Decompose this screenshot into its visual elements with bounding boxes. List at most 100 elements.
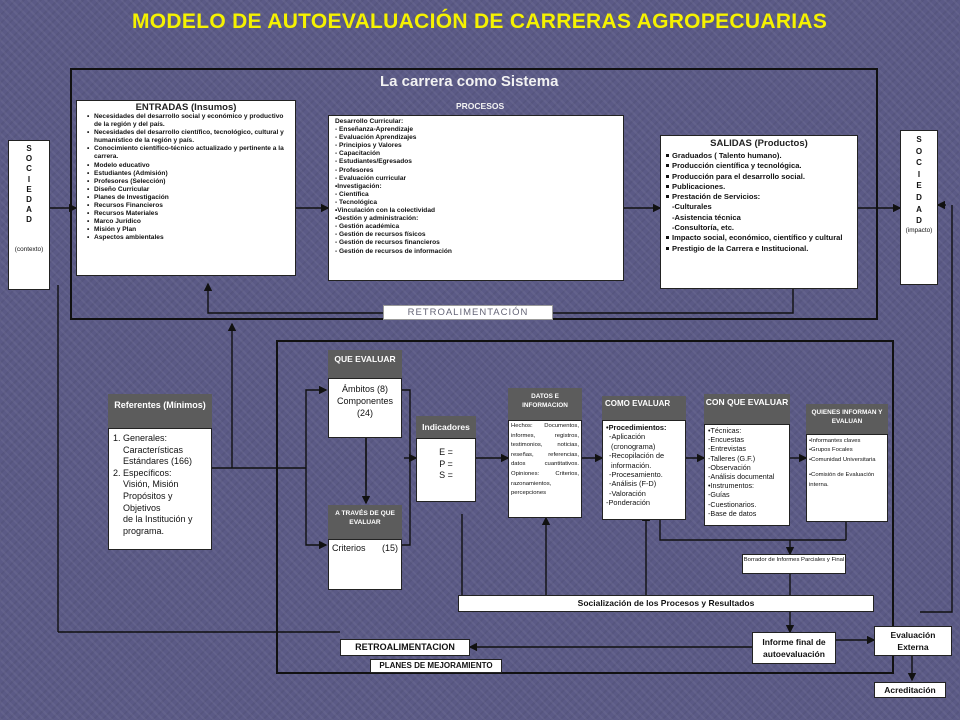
list-item: •Investigación: bbox=[335, 182, 382, 190]
list-item: -Base de datos bbox=[708, 508, 757, 518]
list-item: -Ponderación bbox=[606, 498, 650, 508]
list-item: 2. Específicos: bbox=[113, 467, 172, 478]
salidas-list-2: Impacto social, económico, científico y … bbox=[666, 233, 852, 254]
list-item: Aspectos ambientales bbox=[87, 234, 291, 242]
list-item: - Tecnológica bbox=[335, 198, 378, 206]
entradas-list: Necesidades del desarrollo social y econ… bbox=[81, 113, 291, 243]
list-item: S = bbox=[439, 470, 453, 480]
page-title: MODELO DE AUTOEVALUACIÓN DE CARRERAS AGR… bbox=[132, 10, 828, 33]
list-item: Publicaciones. bbox=[666, 182, 852, 192]
procesos-title: PROCESOS bbox=[456, 101, 505, 111]
con-que-body: •Técnicas: -Encuestas -Entrevistas -Tall… bbox=[704, 424, 790, 526]
list-item: -Cuestionarios. bbox=[708, 499, 757, 509]
quienes-title: QUIENES INFORMAN Y EVALUAN bbox=[806, 404, 888, 434]
list-item: - Evaluación Aprendizajes bbox=[335, 134, 417, 142]
socializacion-box: Socialización de los Procesos y Resultad… bbox=[458, 595, 874, 612]
list-item: Desarrollo Curricular: bbox=[335, 118, 404, 125]
list-item: - Gestión de recursos de información bbox=[335, 247, 452, 255]
list-item: •Instrumentos: bbox=[708, 481, 755, 491]
referentes-box: Referentes (Mínimos) 1. Generales: Carac… bbox=[108, 394, 212, 550]
como-evaluar-title: COMO EVALUAR bbox=[602, 396, 686, 420]
procesos-list: Desarrollo Curricular: - Enseñanza-Apren… bbox=[335, 118, 617, 256]
list-item: Modelo educativo bbox=[87, 162, 291, 170]
list-item: Planes de Investigación bbox=[87, 194, 291, 202]
list-item: Impacto social, económico, científico y … bbox=[666, 233, 852, 243]
retroalimentacion-top: RETROALIMENTACIÓN bbox=[383, 305, 553, 320]
a-traves-body: Criterios (15) bbox=[328, 539, 402, 590]
list-item: -Encuestas bbox=[708, 435, 744, 445]
con-que-title: CON QUE EVALUAR bbox=[704, 394, 790, 424]
list-item: •Gestión y administración: bbox=[335, 215, 419, 223]
list-item: Profesores (Selección) bbox=[87, 178, 291, 186]
acreditacion-box: Acreditación bbox=[874, 682, 946, 698]
list-item: programa. bbox=[123, 525, 165, 536]
list-item: Componentes bbox=[336, 396, 394, 406]
sociedad-left-note: (contexto) bbox=[14, 245, 44, 253]
list-item: - Gestión académica bbox=[335, 223, 400, 231]
entradas-box: ENTRADAS (Insumos) Necesidades del desar… bbox=[76, 100, 296, 276]
list-item: información. bbox=[611, 460, 652, 470]
criterios-value: (15) bbox=[381, 543, 398, 553]
list-item: Características bbox=[123, 444, 184, 455]
list-item: -Recopilación de bbox=[609, 451, 665, 461]
planes-mejoramiento: PLANES DE MEJORAMIENTO bbox=[370, 659, 502, 673]
list-item: (24) bbox=[356, 408, 373, 418]
list-item: Prestación de Servicios: bbox=[666, 192, 852, 202]
list-item: -Análisis documental bbox=[708, 472, 775, 482]
list-item: -Talleres (G.F.) bbox=[708, 453, 756, 463]
list-item: Estándares (166) bbox=[123, 456, 193, 467]
list-item: -Guías bbox=[708, 490, 730, 500]
como-evaluar-body: •Procedimientos: -Aplicación (cronograma… bbox=[602, 420, 686, 520]
list-item: de la Institución y bbox=[123, 514, 193, 525]
list-item: - Profesores bbox=[335, 166, 374, 174]
list-item: - Científica bbox=[335, 190, 369, 198]
list-item: - Enseñanza-Aprendizaje bbox=[335, 126, 414, 134]
indicadores-box: Indicadores E = P = S = bbox=[416, 416, 476, 502]
quienes-body: •Informantes claves •Grupos Focales •Com… bbox=[806, 434, 888, 522]
list-item: -Procesamiento. bbox=[609, 470, 663, 480]
list-item: •Comunidad Universitaria bbox=[809, 456, 876, 463]
evaluacion-externa-box: Evaluación Externa bbox=[874, 626, 952, 656]
list-item: •Grupos Focales bbox=[809, 447, 853, 454]
list-item: Producción científica y tecnológica. bbox=[666, 161, 852, 171]
list-item: Ámbitos (8) bbox=[341, 384, 388, 394]
a-traves-box: A TRAVÉS DE QUE EVALUAR Criterios (15) bbox=[328, 505, 402, 590]
list-item: -Observación bbox=[708, 462, 751, 472]
como-evaluar-box: COMO EVALUAR •Procedimientos: -Aplicació… bbox=[602, 396, 686, 520]
quienes-box: QUIENES INFORMAN Y EVALUAN •Informantes … bbox=[806, 404, 888, 522]
list-item: Necesidades del desarrollo científico, t… bbox=[87, 129, 291, 145]
list-item: •Procedimientos: bbox=[606, 423, 667, 432]
list-item: E = bbox=[439, 447, 453, 457]
list-item: Misión y Plan bbox=[87, 226, 291, 234]
sociedad-right-note: (impacto) bbox=[905, 226, 933, 234]
list-item: Visión, Misión bbox=[123, 479, 179, 490]
salidas-box: SALIDAS (Productos) Graduados ( Talento … bbox=[660, 135, 858, 289]
que-evaluar-body: Ámbitos (8) Componentes (24) bbox=[328, 378, 402, 438]
list-item: Graduados ( Talento humano). bbox=[666, 151, 852, 161]
list-item: -Consultoría, etc. bbox=[672, 223, 735, 233]
datos-title: DATOS E INFORMACION bbox=[508, 388, 582, 420]
list-item: -Asistencia técnica bbox=[672, 212, 741, 222]
entradas-title: ENTRADAS (Insumos) bbox=[135, 102, 237, 113]
procesos-box: Desarrollo Curricular: - Enseñanza-Apren… bbox=[328, 115, 624, 281]
indicadores-title: Indicadores bbox=[416, 416, 476, 438]
list-item: Marco Jurídico bbox=[87, 218, 291, 226]
list-item: Estudiantes (Admisión) bbox=[87, 170, 291, 178]
list-item: Recursos Materiales bbox=[87, 210, 291, 218]
list-item: Conocimiento científico-técnico actualiz… bbox=[87, 145, 291, 161]
evaluation-frame bbox=[276, 340, 894, 674]
list-item: (cronograma) bbox=[611, 441, 656, 451]
list-item: Necesidades del desarrollo social y econ… bbox=[87, 113, 291, 129]
list-item: Diseño Curricular bbox=[87, 186, 291, 194]
list-item: Prestigio de la Carrera e Institucional. bbox=[666, 244, 852, 254]
list-item: - Gestión de recursos financieros bbox=[335, 239, 440, 247]
a-traves-title: A TRAVÉS DE QUE EVALUAR bbox=[328, 505, 402, 539]
list-item: - Evaluación curricular bbox=[335, 174, 407, 182]
list-item: - Capacitación bbox=[335, 150, 381, 158]
list-item: Propósitos y Objetivos bbox=[123, 490, 173, 513]
list-item: -Análisis (F-D) bbox=[609, 479, 657, 489]
retroalimentacion-bottom: RETROALIMENTACION bbox=[340, 639, 470, 656]
